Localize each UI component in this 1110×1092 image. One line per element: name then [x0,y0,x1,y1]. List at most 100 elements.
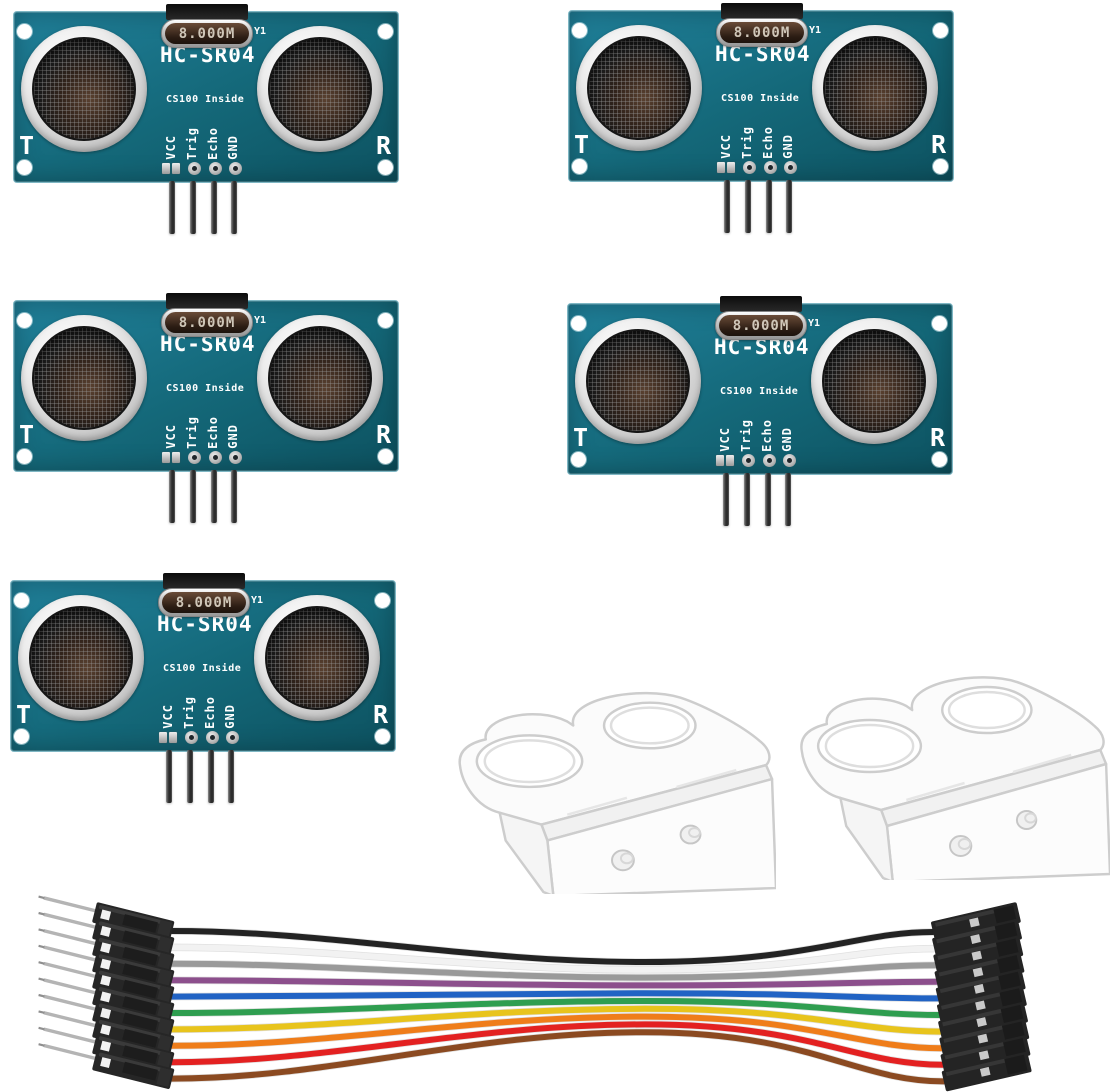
ultrasonic-sensor-module-3: HC-SR04 8.000M Y1 CS100 Inside VCC Trig … [13,292,405,524]
solder-pad [172,452,180,463]
crystal-designator: Y1 [809,25,822,36]
pin-label-echo: Echo [760,419,774,452]
transmitter-label: T [19,420,35,449]
solder-pad [209,162,222,175]
pin-label-trig: Trig [185,127,199,160]
solder-pad [188,162,201,175]
mounting-hole [17,449,32,464]
mounting-hole [932,316,947,331]
crystal-label: 8.000M [175,594,233,611]
connector-pin [43,945,97,962]
bracket-hole-right-rim [609,706,690,745]
housing-latch-window [100,1057,112,1069]
crystal-body: 8.000M [719,315,803,336]
connector-pin-tip [38,1010,45,1014]
header-pin [745,180,751,233]
solder-pad [764,161,777,174]
wire-blue [169,990,941,1002]
transducer-mesh [29,606,133,710]
mounting-hole [375,593,390,608]
bracket-hole-left [816,718,923,774]
solder-pad [229,162,242,175]
backside-header-bar [721,3,803,19]
mounting-hole [572,23,587,38]
header-pin [785,473,791,526]
wire-red [169,1021,946,1068]
solder-pad [169,732,177,743]
pin-label-gnd: GND [226,135,240,160]
transmitter-transducer [575,318,701,444]
connector-pin-tip [38,928,45,932]
acrylic-bracket-graphic [458,691,778,898]
header-pin [231,181,237,234]
male-connector [38,1043,175,1089]
transmitter-transducer [21,315,147,441]
mounting-hole [17,24,32,39]
pin-label-trig: Trig [185,416,199,449]
housing-latch-window [100,975,112,987]
header-pin [211,181,217,234]
solder-pad [229,451,242,464]
solder-pad [716,455,724,466]
housing-metal-clip [975,1000,986,1011]
crystal-label: 8.000M [733,24,791,41]
solder-pad [727,162,735,173]
header-pin [724,180,730,233]
pin-label-gnd: GND [226,424,240,449]
pin-label-vcc: VCC [161,704,175,729]
housing-latch-window [100,1024,112,1036]
mounting-hole [17,313,32,328]
female-connector [937,985,1027,1025]
acrylic-bracket-2 [790,650,1110,884]
housing-metal-clip [977,1033,989,1044]
connector-pin-tip [38,944,45,949]
backside-header-bar [166,4,248,20]
ultrasonic-sensor-module-2: HC-SR04 8.000M Y1 CS100 Inside VCC Trig … [568,2,960,234]
housing-metal-clip [970,934,981,944]
header-pin [187,750,193,803]
header-pin [190,470,196,523]
wire-gray [169,960,939,981]
bracket-hole-left-rim [483,739,576,784]
crystal-body: 8.000M [720,22,804,43]
pin-label-vcc: VCC [719,134,733,159]
female-connector [932,918,1022,959]
pin-label-gnd: GND [781,134,795,159]
header-pin [228,750,234,803]
connector-pin [43,978,97,995]
crystal-label: 8.000M [178,314,236,331]
receiver-transducer [257,26,383,152]
mounting-hole [378,313,393,328]
connector-pin-tip [38,911,45,916]
header-pin [169,181,175,234]
bracket-hole-left [475,734,584,789]
solder-pad [226,731,239,744]
mounting-hole [932,452,947,467]
transducer-mesh [265,606,369,710]
mounting-hole [17,160,32,175]
wire-green [169,997,942,1018]
pcb-board: HC-SR04 8.000M Y1 CS100 Inside VCC Trig … [568,3,954,182]
pin-label-vcc: VCC [164,135,178,160]
crystal-body: 8.000M [165,23,249,44]
crystal-oscillator: 8.000M [715,311,807,340]
mounting-hole [933,159,948,174]
bracket-hole-right [941,685,1033,735]
connector-pin-tip [38,993,45,998]
pcb-board: HC-SR04 8.000M Y1 CS100 Inside VCC Trig … [13,4,399,183]
mounting-hole [14,729,29,744]
solder-pad [185,731,198,744]
crystal-body: 8.000M [162,592,246,613]
pin-label-trig: Trig [740,126,754,159]
chip-note-text: CS100 Inside [163,663,242,674]
header-pin [231,470,237,523]
chip-note-text: CS100 Inside [166,94,245,105]
solder-pad [742,454,755,467]
connector-pin [43,929,97,946]
receiver-label: R [376,131,392,160]
backside-header-bar [720,296,802,312]
mounting-hole [571,316,586,331]
wire-purple [169,977,940,989]
header-pin [765,473,771,526]
pin-label-echo: Echo [203,696,217,729]
